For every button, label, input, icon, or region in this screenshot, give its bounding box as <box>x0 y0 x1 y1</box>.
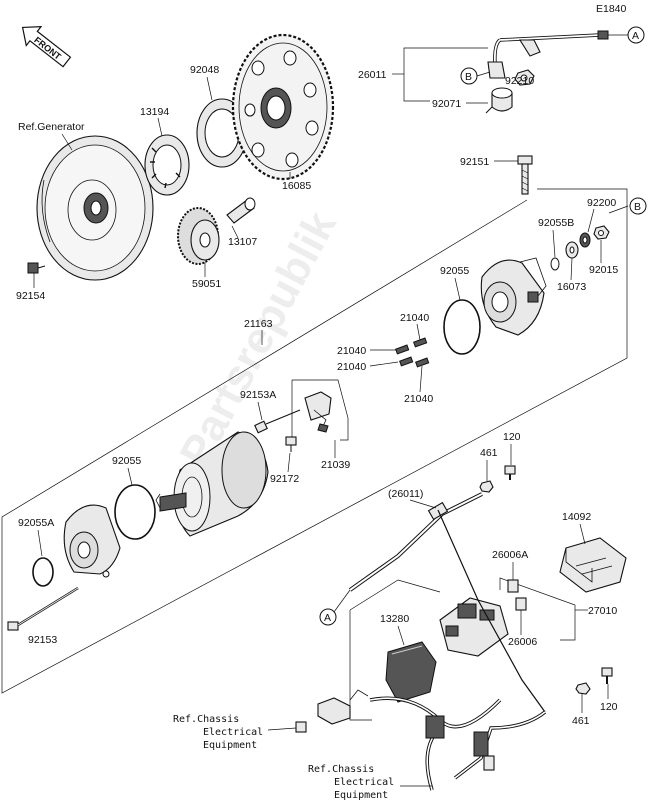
rear-cover-21163 <box>480 257 547 336</box>
relay-holder-13280 <box>385 641 437 703</box>
label-ref-chassis-2-line2: Electrical <box>334 777 394 788</box>
label-92153: 92153 <box>28 634 57 646</box>
label-26011: 26011 <box>358 69 387 81</box>
label-21040-d: 21040 <box>404 393 433 405</box>
label-ref-generator: Ref.Generator <box>18 121 85 133</box>
nut-92015 <box>593 225 610 240</box>
svg-text:A: A <box>632 30 639 42</box>
label-21040-a: 21040 <box>400 312 429 324</box>
washer-16073 <box>565 241 579 259</box>
label-461-bottom: 461 <box>572 715 590 727</box>
label-92015: 92015 <box>589 264 618 276</box>
brush-21040-set <box>395 337 430 368</box>
label-21040-b: 21040 <box>337 345 366 357</box>
starter-motor-bracket <box>1 188 628 694</box>
label-27010: 27010 <box>588 605 617 617</box>
starter-cable-26011 <box>487 30 609 79</box>
label-92055a: 92055A <box>18 517 54 529</box>
o-ring-92055-left <box>114 484 156 540</box>
screw-120-bottom <box>601 667 613 684</box>
fuse-26006 <box>515 597 527 611</box>
screw-92172 <box>285 436 297 452</box>
label-13280: 13280 <box>380 613 409 625</box>
label-13194: 13194 <box>140 106 169 118</box>
label-92048: 92048 <box>190 64 219 76</box>
wiring-harness <box>369 509 547 791</box>
label-ref-chassis-2-line1: Ref.Chassis <box>308 764 374 775</box>
label-92210: 92210 <box>505 75 534 87</box>
one-way-clutch-13194 <box>144 134 190 196</box>
cable-26011-ref <box>348 492 483 592</box>
svg-text:B: B <box>634 201 641 213</box>
svg-text:A: A <box>324 612 331 624</box>
label-92055-left: 92055 <box>112 455 141 467</box>
callout-a-top: A <box>627 26 645 44</box>
washer-92055b <box>550 257 560 271</box>
bolt-92153 <box>7 586 79 631</box>
diagram-code: E1840 <box>596 3 627 15</box>
cap-92071 <box>485 87 513 114</box>
label-120-bottom: 120 <box>600 701 618 713</box>
callout-a-bottom: A <box>319 608 337 626</box>
label-21039: 21039 <box>321 459 350 471</box>
label-92055b: 92055B <box>538 217 574 229</box>
label-26006a: 26006A <box>492 549 528 561</box>
label-92172: 92172 <box>270 473 299 485</box>
fuse-26006a <box>507 579 519 593</box>
label-21040-c: 21040 <box>337 361 366 373</box>
label-59051: 59051 <box>192 278 221 290</box>
o-ring-92055-top <box>443 299 481 355</box>
front-arrow-icon: FRONT <box>21 25 72 68</box>
screw-92153a <box>254 409 301 434</box>
callout-b-right: B <box>629 197 647 215</box>
label-ref-chassis-1-line3: Equipment <box>203 740 257 751</box>
generator-flywheel <box>36 135 154 281</box>
label-16085: 16085 <box>282 180 311 192</box>
starter-relay-27010 <box>439 597 509 657</box>
svg-text:B: B <box>465 71 472 83</box>
front-cover <box>63 504 121 578</box>
ground-terminal <box>295 689 369 733</box>
label-92200: 92200 <box>587 197 616 209</box>
label-26011-paren: (26011) <box>388 488 423 500</box>
label-26006: 26006 <box>508 636 537 648</box>
label-21163: 21163 <box>244 318 273 330</box>
relay-cover-14092 <box>559 537 627 593</box>
starter-gear-16085 <box>231 33 335 181</box>
label-92071: 92071 <box>432 98 461 110</box>
o-ring-92055a <box>32 557 54 587</box>
label-92154: 92154 <box>16 290 45 302</box>
bolt-92154 <box>27 262 46 274</box>
label-92055-top: 92055 <box>440 265 469 277</box>
label-16073: 16073 <box>557 281 586 293</box>
label-92153a: 92153A <box>240 389 276 401</box>
label-13107: 13107 <box>228 236 257 248</box>
label-ref-chassis-2-line3: Equipment <box>334 790 388 800</box>
idle-gear-59051 <box>177 207 220 265</box>
label-ref-chassis-1-line2: Electrical <box>203 727 263 738</box>
label-92151: 92151 <box>460 156 489 168</box>
relay-group-outline <box>349 579 441 721</box>
bolt-92151 <box>517 155 533 195</box>
nut-461-bottom <box>575 682 591 695</box>
callout-b-top: B <box>460 67 478 85</box>
starter-yoke <box>155 431 269 537</box>
screw-120-top <box>504 465 516 480</box>
nut-92210 <box>514 69 535 86</box>
shaft-13107 <box>226 197 256 224</box>
label-120-top: 120 <box>503 431 521 443</box>
label-461-top: 461 <box>480 447 498 459</box>
label-14092: 14092 <box>562 511 591 523</box>
nut-461-top <box>479 480 494 493</box>
washer-92200 <box>579 232 591 248</box>
brush-holder-21039 <box>304 391 332 433</box>
label-ref-chassis-1-line1: Ref.Chassis <box>173 714 239 725</box>
